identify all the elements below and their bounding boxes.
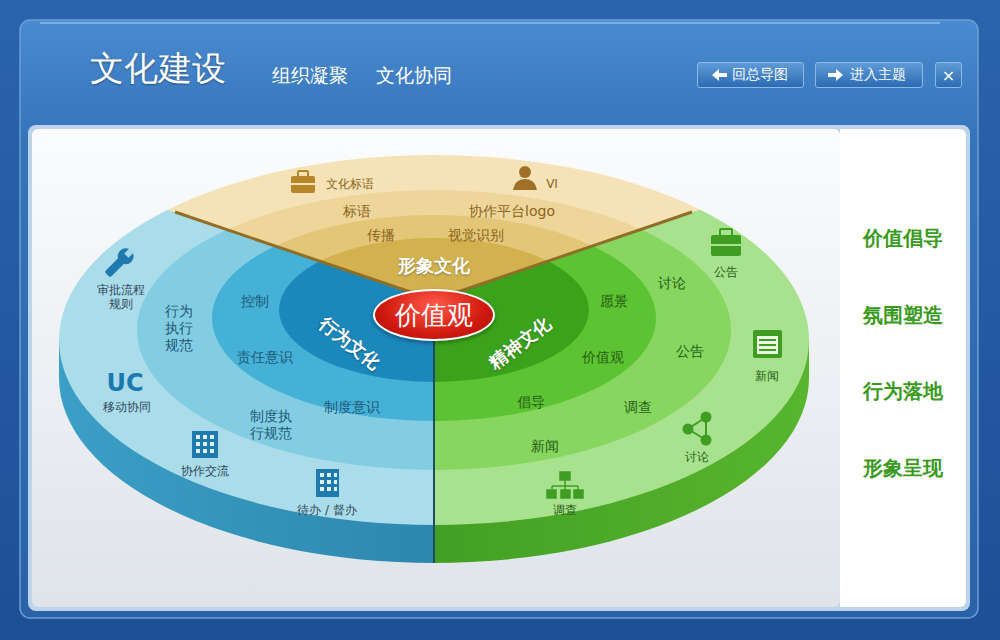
button-label: × (942, 66, 955, 85)
diagram-label: VI (546, 177, 558, 191)
ring-band: 形象文化 (398, 254, 470, 278)
share-icon (684, 413, 711, 445)
diagram-label: 行为 执行 规范 (163, 303, 195, 353)
close-button: × (935, 62, 962, 88)
diagram-label: 待办 / 督办 (297, 503, 357, 517)
center-ellipse: 价值观 (373, 289, 495, 341)
diagram-label: 制度执 行规范 (248, 408, 294, 442)
news-icon (753, 330, 782, 358)
briefcase-icon (291, 171, 315, 193)
diagram-label: 协作平台logo (469, 203, 555, 220)
button-label: 进入主题 (850, 66, 906, 84)
diagram-label: 新闻 (755, 369, 779, 383)
person-icon (513, 166, 537, 190)
diagram-label: 愿景 (600, 293, 628, 310)
diagram-label: 传播 (367, 227, 395, 244)
menu-item: 氛围塑造 (840, 303, 966, 327)
center-label: 价值观 (395, 302, 473, 328)
diagram-label: 责任意识 (237, 349, 293, 366)
diagram-label: 标语 (343, 203, 371, 220)
building-icon (316, 469, 339, 497)
diagram-label: 讨论 (658, 275, 686, 292)
diagram-label: 讨论 (685, 450, 709, 464)
briefcase-icon (711, 229, 741, 256)
content-ground (32, 129, 840, 607)
diagram-label: 移动协同 (103, 400, 151, 414)
nav-button: 回总导图 (697, 62, 804, 88)
band-label: 形象文化 (398, 255, 470, 276)
page-title: 文化建设 (90, 50, 226, 87)
menu-item: 形象呈现 (840, 456, 966, 480)
org-chart-icon (547, 472, 583, 498)
diagram-label: 调查 (624, 399, 652, 416)
diagram-label: 价值观 (582, 349, 624, 366)
diagram-label: 公告 (714, 265, 738, 279)
diagram-label: 新闻 (531, 438, 559, 455)
building-icon (192, 431, 218, 458)
wrench-icon (102, 244, 139, 281)
header-tab: 组织凝聚 (272, 64, 348, 87)
menu-item: 价值倡导 (840, 226, 966, 250)
diagram-label: 协作交流 (181, 464, 229, 478)
window-frame (20, 20, 978, 618)
header-tab: 文化协同 (376, 64, 452, 87)
diagram-label: 视觉识别 (448, 227, 504, 244)
content-frame (28, 125, 970, 611)
nav-button: 进入主题 (815, 62, 923, 88)
diagram-label: 调查 (553, 503, 577, 517)
diagram-label: UC (106, 369, 143, 398)
sector-divider (434, 212, 692, 300)
menu-item: 行为落地 (840, 379, 966, 403)
diagram-label: 倡导 (517, 394, 545, 411)
diagram-label: 审批流程 规则 (95, 283, 147, 312)
diagram-label: 控制 (241, 293, 269, 310)
sector-divider (175, 212, 434, 300)
diagram-label: 制度意识 (324, 399, 380, 416)
diagram-label: 文化标语 (326, 177, 374, 191)
side-menu-panel: 价值倡导氛围塑造行为落地形象呈现 (840, 129, 966, 607)
highlight-line (40, 22, 940, 24)
button-label: 回总导图 (732, 66, 788, 84)
diagram-label: 公告 (676, 343, 704, 360)
